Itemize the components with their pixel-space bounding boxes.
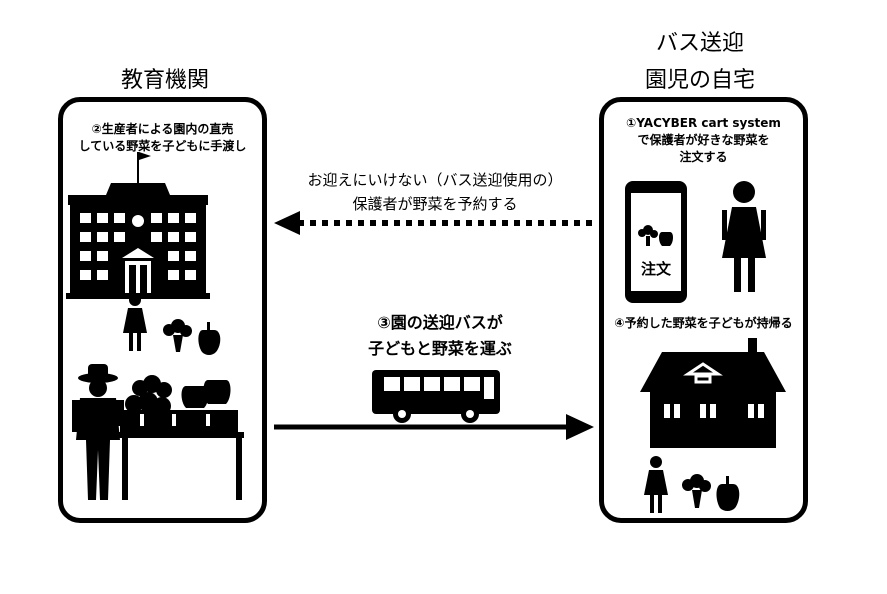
bus-line1: ③園の送迎バスが <box>377 313 503 332</box>
reserve-line2: 保護者が野菜を予約する <box>352 195 518 213</box>
right-caption-line3: 注文する <box>679 150 728 164</box>
left-caption-line1: ②生産者による園内の直売 <box>91 122 234 136</box>
phone-order-label: 注文 <box>640 260 671 278</box>
bus-line2: 子どもと野菜を運ぶ <box>368 339 512 358</box>
left-caption-line2: している野菜を子どもに手渡し <box>78 139 247 153</box>
right-title-line2: 園児の自宅 <box>644 68 755 93</box>
right-caption-bottom: ④予約した野菜を子どもが持帰る <box>614 316 793 330</box>
reserve-line1: お迎えにいけない（バス送迎使用の） <box>307 171 563 189</box>
right-panel <box>599 97 808 523</box>
right-title-line1: バス送迎 <box>655 31 744 56</box>
left-panel <box>58 97 267 523</box>
right-caption-line2: で保護者が好きな野菜を <box>637 133 770 147</box>
right-caption-line1: ①YACYBER cart system <box>626 116 781 130</box>
left-title: 教育機関 <box>120 68 209 93</box>
